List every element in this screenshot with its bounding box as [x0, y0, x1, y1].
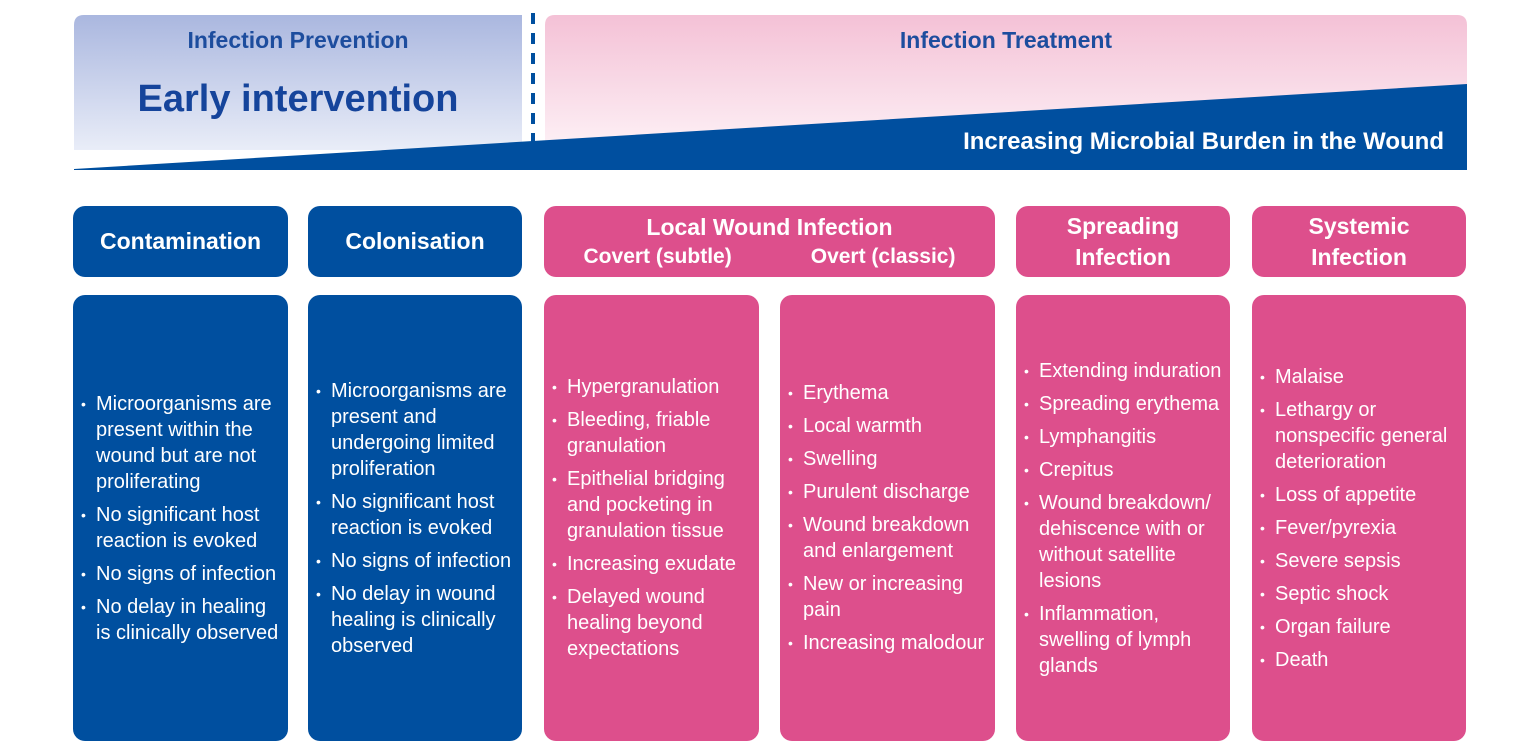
- list-item: Lethargy or nonspecific general deterior…: [1260, 397, 1460, 475]
- list-item: Bleeding, friable granulation: [552, 407, 753, 459]
- list-item: Organ failure: [1260, 614, 1460, 640]
- list-item: No delay in healing is clinically observ…: [81, 594, 282, 646]
- list-item: Loss of appetite: [1260, 482, 1460, 508]
- contamination-details: Microorganisms are present within the wo…: [73, 295, 288, 741]
- list-item: No significant host reaction is evoked: [81, 502, 282, 554]
- list-item: Malaise: [1260, 364, 1460, 390]
- infection-prevention-label: Infection Prevention: [187, 27, 409, 53]
- early-intervention-label: Early intervention: [137, 78, 459, 120]
- list-item: New or increasing pain: [788, 571, 989, 623]
- local-infection-subtitles: Covert (subtle) Overt (classic): [544, 243, 995, 271]
- list-item: Wound breakdown and enlargement: [788, 512, 989, 564]
- stage-title: Colonisation: [345, 228, 485, 254]
- list-item: Increasing malodour: [788, 630, 989, 656]
- list-item: Death: [1260, 647, 1460, 673]
- list-item: Severe sepsis: [1260, 548, 1460, 574]
- list-item: Microorganisms are present within the wo…: [81, 391, 282, 495]
- list-item: No delay in wound healing is clinically …: [316, 581, 516, 659]
- covert-subtitle: Covert (subtle): [583, 245, 732, 268]
- list-item: Erythema: [788, 380, 989, 406]
- stage-header-spreading-infection: Spreading Infection: [1016, 206, 1230, 277]
- list-item: Extending induration: [1024, 358, 1224, 384]
- spreading-infection-details: Extending induration Spreading erythema …: [1016, 295, 1230, 741]
- banner-graphic: [74, 13, 1467, 170]
- list-item: Inflammation, swelling of lymph glands: [1024, 601, 1224, 679]
- stage-header-local-wound-infection: Local Wound Infection Covert (subtle) Ov…: [544, 206, 995, 277]
- stage-title: Local Wound Infection: [646, 214, 893, 240]
- infection-treatment-label: Infection Treatment: [899, 27, 1113, 53]
- prevention-panel: [74, 15, 522, 150]
- list-item: Hypergranulation: [552, 374, 753, 400]
- list-item: Local warmth: [788, 413, 989, 439]
- list-item: Spreading erythema: [1024, 391, 1224, 417]
- systemic-infection-details: Malaise Lethargy or nonspecific general …: [1252, 295, 1466, 741]
- stage-title: Contamination: [100, 228, 261, 254]
- burden-wedge: [74, 84, 1467, 170]
- covert-infection-details: Hypergranulation Bleeding, friable granu…: [544, 295, 759, 741]
- overt-subtitle: Overt (classic): [810, 245, 956, 268]
- list-item: Lymphangitis: [1024, 424, 1224, 450]
- list-item: Septic shock: [1260, 581, 1460, 607]
- list-item: Swelling: [788, 446, 989, 472]
- stage-header-colonisation: Colonisation: [308, 206, 522, 277]
- stage-header-contamination: Contamination: [73, 206, 288, 277]
- colonisation-details: Microorganisms are present and undergoin…: [308, 295, 522, 741]
- microbial-burden-label: Increasing Microbial Burden in the Wound: [963, 128, 1444, 155]
- stage-title-line1: Spreading: [1066, 212, 1180, 239]
- list-item: Purulent discharge: [788, 479, 989, 505]
- stage-header-systemic-infection: Systemic Infection: [1252, 206, 1466, 277]
- list-item: No signs of infection: [316, 548, 516, 574]
- stage-title-line2: Infection: [1311, 243, 1407, 270]
- list-item: Wound breakdown/ dehiscence with or with…: [1024, 490, 1224, 594]
- list-item: Fever/pyrexia: [1260, 515, 1460, 541]
- overt-infection-details: Erythema Local warmth Swelling Purulent …: [780, 295, 995, 741]
- list-item: Increasing exudate: [552, 551, 753, 577]
- stage-title-line2: Infection: [1075, 243, 1171, 270]
- list-item: No significant host reaction is evoked: [316, 489, 516, 541]
- list-item: No signs of infection: [81, 561, 282, 587]
- list-item: Microorganisms are present and undergoin…: [316, 378, 516, 482]
- list-item: Epithelial bridging and pocketing in gra…: [552, 466, 753, 544]
- microbial-burden-banner: Infection Prevention Early intervention …: [0, 0, 1536, 180]
- list-item: Crepitus: [1024, 457, 1224, 483]
- stage-title-line1: Systemic: [1308, 212, 1410, 239]
- list-item: Delayed wound healing beyond expectation…: [552, 584, 753, 662]
